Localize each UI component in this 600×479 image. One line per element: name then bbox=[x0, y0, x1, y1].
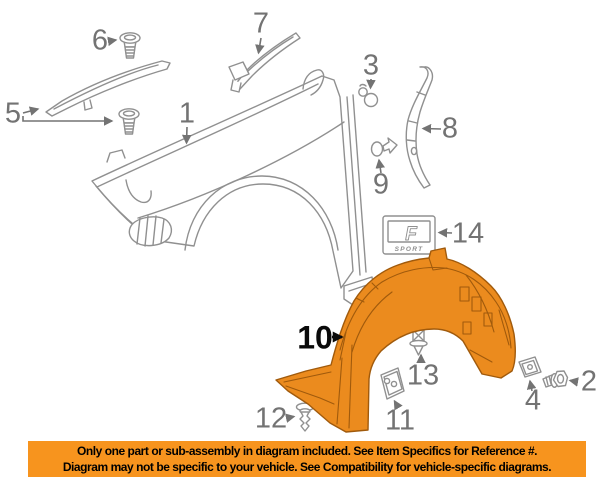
callout-arrows bbox=[22, 36, 579, 423]
part-13-push-pin-icon bbox=[409, 329, 428, 356]
part-label-4: 4 bbox=[524, 384, 542, 417]
part-1-fender-panel-drawing bbox=[91, 69, 376, 306]
badge-letter: F bbox=[405, 224, 418, 245]
arrow-7 bbox=[255, 37, 265, 55]
part-label-3: 3 bbox=[362, 49, 380, 82]
part-11-bracket-plate-icon bbox=[380, 367, 405, 400]
part-6-bolt-icon bbox=[119, 32, 141, 59]
arrow-3 bbox=[366, 78, 376, 90]
part-label-1: 1 bbox=[178, 97, 196, 130]
part-label-6: 6 bbox=[91, 24, 109, 57]
part-5-trim-strip-drawing bbox=[45, 60, 171, 117]
arrow-9 bbox=[375, 158, 385, 174]
arrow-1 bbox=[181, 126, 192, 145]
part-7-trim-blade-drawing bbox=[228, 32, 301, 93]
part-2-hex-bolt-icon bbox=[542, 370, 569, 389]
part-label-10: 10 bbox=[297, 319, 333, 356]
arrow-11 bbox=[393, 399, 403, 411]
arrow-12 bbox=[285, 413, 296, 423]
arrow-8 bbox=[421, 123, 442, 134]
part-label-7: 7 bbox=[252, 7, 270, 40]
arrow-5b bbox=[22, 116, 114, 126]
part-label-14: 14 bbox=[451, 217, 485, 250]
part-5-bolt-icon bbox=[118, 108, 140, 135]
arrow-14 bbox=[437, 228, 453, 238]
badge-word: SPORT bbox=[395, 246, 424, 253]
liner-body bbox=[275, 247, 517, 433]
part-label-2: 2 bbox=[580, 365, 598, 398]
part-14-f-sport-badge: F SPORT bbox=[382, 215, 436, 255]
part-label-11: 11 bbox=[384, 404, 416, 437]
part-label-12: 12 bbox=[254, 402, 288, 435]
arrow-4 bbox=[526, 379, 537, 392]
disclaimer-line-1: Only one part or sub-assembly in diagram… bbox=[76, 444, 538, 458]
part-label-8: 8 bbox=[441, 112, 459, 145]
part-3-grommet-icon bbox=[358, 83, 379, 108]
arrow-2 bbox=[568, 377, 579, 387]
disclaimer-line-2: Diagram may not be specific to your vehi… bbox=[62, 460, 552, 474]
arrow-6 bbox=[107, 36, 118, 47]
part-10-fender-liner-highlighted bbox=[275, 247, 517, 433]
part-4-mounting-pad-icon bbox=[518, 356, 542, 378]
part-9-push-clip-icon bbox=[370, 137, 398, 157]
part-label-13: 13 bbox=[406, 359, 440, 392]
liner-detail-lines bbox=[283, 257, 512, 429]
part-label-5: 5 bbox=[4, 97, 22, 130]
arrow-5a bbox=[22, 106, 40, 116]
part-label-9: 9 bbox=[372, 168, 390, 201]
part-8-fender-brace-drawing bbox=[405, 66, 434, 189]
disclaimer-banner: Only one part or sub-assembly in diagram… bbox=[28, 441, 586, 477]
